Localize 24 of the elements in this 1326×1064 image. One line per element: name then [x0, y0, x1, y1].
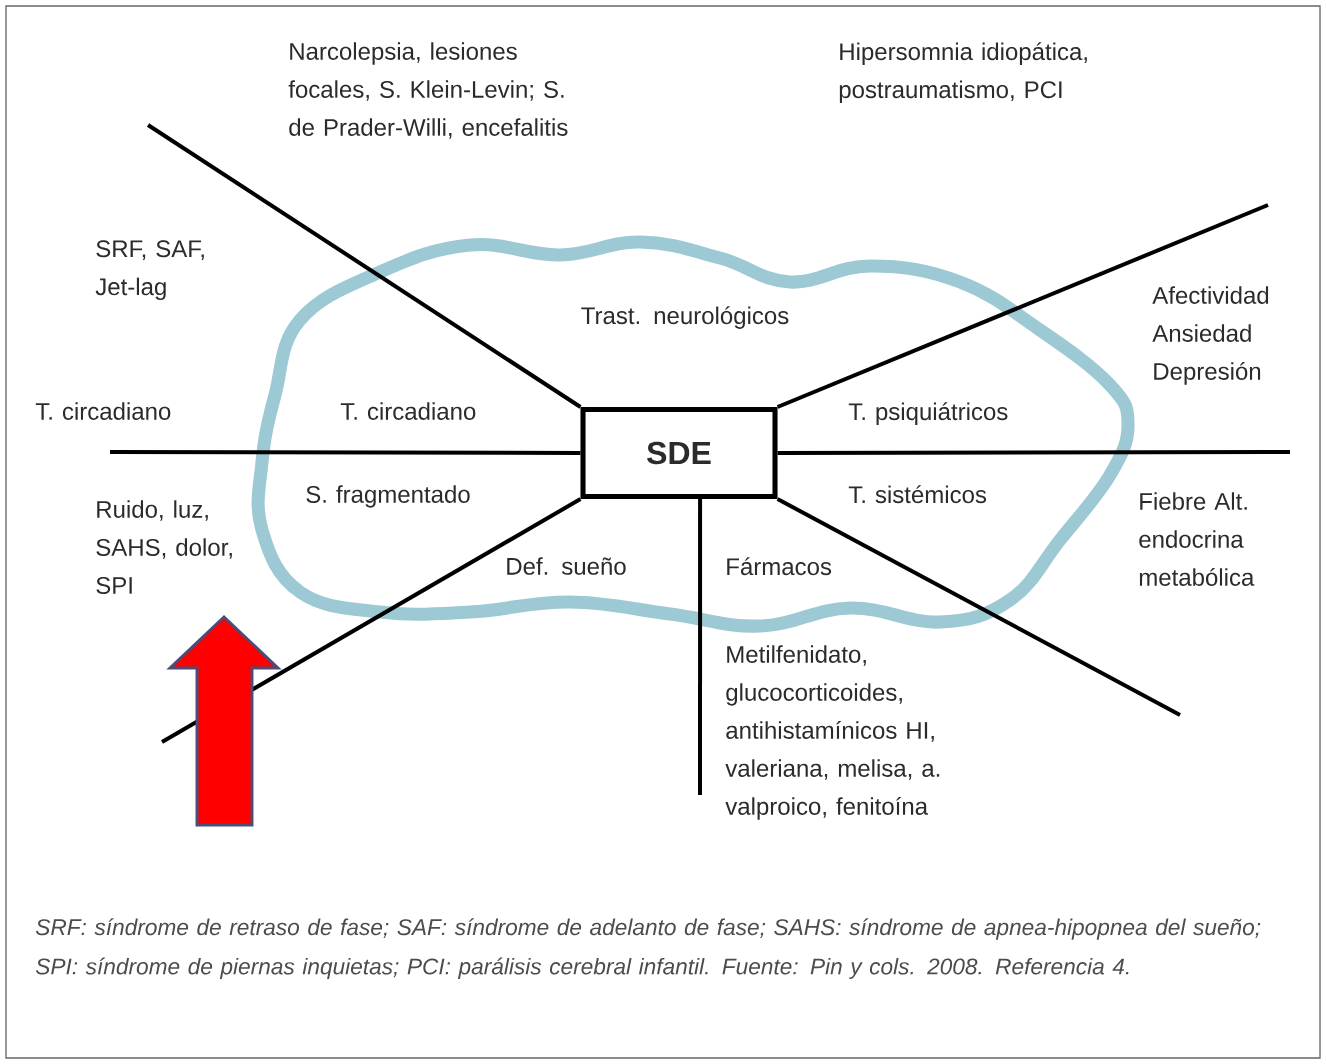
text-label: Trast. neurológicos: [581, 306, 789, 329]
text-label: Metilfenidato, glucocorticoides, antihistamínicos HI, valeriana, melisa, a. valproico, fenitoína: [725, 645, 940, 820]
text-label: Hipersomnia idiopática, postraumatismo, PCI: [839, 42, 1087, 103]
text-label: SRF, SAF, Jet-lag: [95, 240, 204, 300]
text-label: Fármacos: [727, 557, 832, 576]
text-label: T. circadiano: [35, 402, 171, 420]
connector-line: [776, 203, 1269, 409]
text-label: T. circadiano: [340, 402, 476, 420]
text-label: Afectividad Ansiedad Depresión: [1152, 286, 1269, 385]
connector-line: [776, 497, 1181, 717]
connector-line: [146, 123, 582, 409]
text-label: Ruido, luz, SAHS, dolor, SPI: [96, 500, 232, 594]
center-box: SDE: [580, 407, 778, 499]
text-label: Narcolepsia, lesiones focales, S. Klein-Levin; S. de Prader-Willi, encefalitis: [288, 42, 568, 139]
connector-line: [777, 450, 1291, 455]
cloud-outline: [251, 235, 1135, 633]
caption: SRF: síndrome de retraso de fase; SAF: síndrome de adelanto de fase; SAHS: síndrome de apnea-hipopnea del sueño; SPI: síndrome de piernas inquietas; PCI: parálisis cerebral infantil. Fuente: Pin y cols. 2008. Referencia 4.: [35, 918, 1261, 979]
text-label: S. fragmentado: [306, 485, 470, 508]
connector-line: [698, 499, 703, 795]
text-label: Fiebre Alt. endocrina metabólica: [1139, 492, 1255, 586]
connector-line: [110, 450, 581, 455]
text-label: Def. sueño: [507, 557, 626, 575]
text-label: T. psiquiátricos: [848, 402, 1008, 425]
text-label: T. sistémicos: [848, 485, 987, 504]
